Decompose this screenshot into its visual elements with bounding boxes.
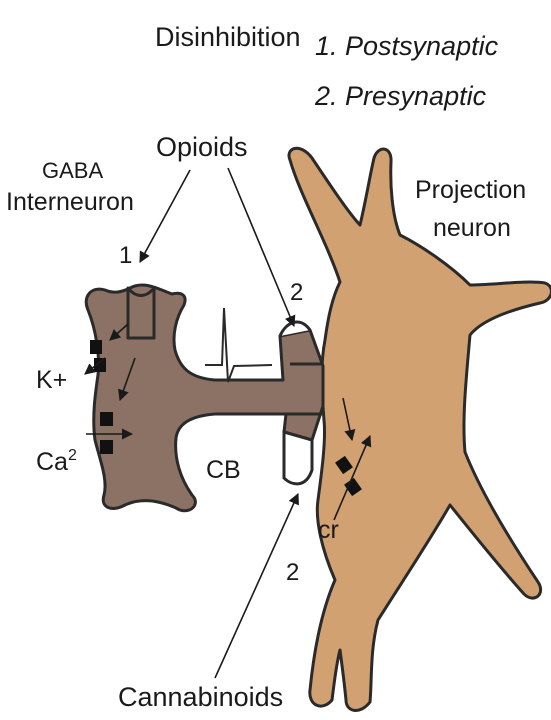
cr-label: cr xyxy=(318,516,339,544)
diagram-title: Disinhibition xyxy=(155,22,301,52)
projection-label: Projection xyxy=(415,176,526,204)
legend-postsynaptic: 1. Postsynaptic xyxy=(315,31,499,61)
cb-label: CB xyxy=(206,456,241,484)
site-presynaptic-number-top: 2 xyxy=(290,279,303,306)
postsynaptic-receptor xyxy=(128,288,154,338)
projection-neuron xyxy=(289,148,551,710)
calcium-channel-upper xyxy=(100,412,113,426)
potassium-label: K+ xyxy=(36,366,67,394)
opioids-label: Opioids xyxy=(156,132,248,162)
presynaptic-receptor-bottom xyxy=(284,432,312,484)
arrow-opioid-to-post xyxy=(140,170,190,262)
arrow-cannabinoid-to-pre xyxy=(215,494,298,678)
calcium-label: Ca2 xyxy=(36,447,77,476)
calcium-base: Ca xyxy=(36,448,68,476)
calcium-channel-lower xyxy=(100,440,113,454)
action-potential-trace xyxy=(205,308,272,382)
gaba-label: GABA xyxy=(42,158,103,183)
neuron-label: neuron xyxy=(433,214,511,242)
cannabinoids-label: Cannabinoids xyxy=(118,682,283,712)
legend-presynaptic: 2. Presynaptic xyxy=(314,81,487,111)
site-postsynaptic-number: 1 xyxy=(119,242,132,269)
interneuron-label: Interneuron xyxy=(6,188,134,216)
arrow-opioid-to-pre xyxy=(228,168,294,326)
calcium-superscript: 2 xyxy=(68,447,77,464)
site-presynaptic-number-bottom: 2 xyxy=(286,559,299,586)
potassium-channel-upper xyxy=(90,340,102,354)
